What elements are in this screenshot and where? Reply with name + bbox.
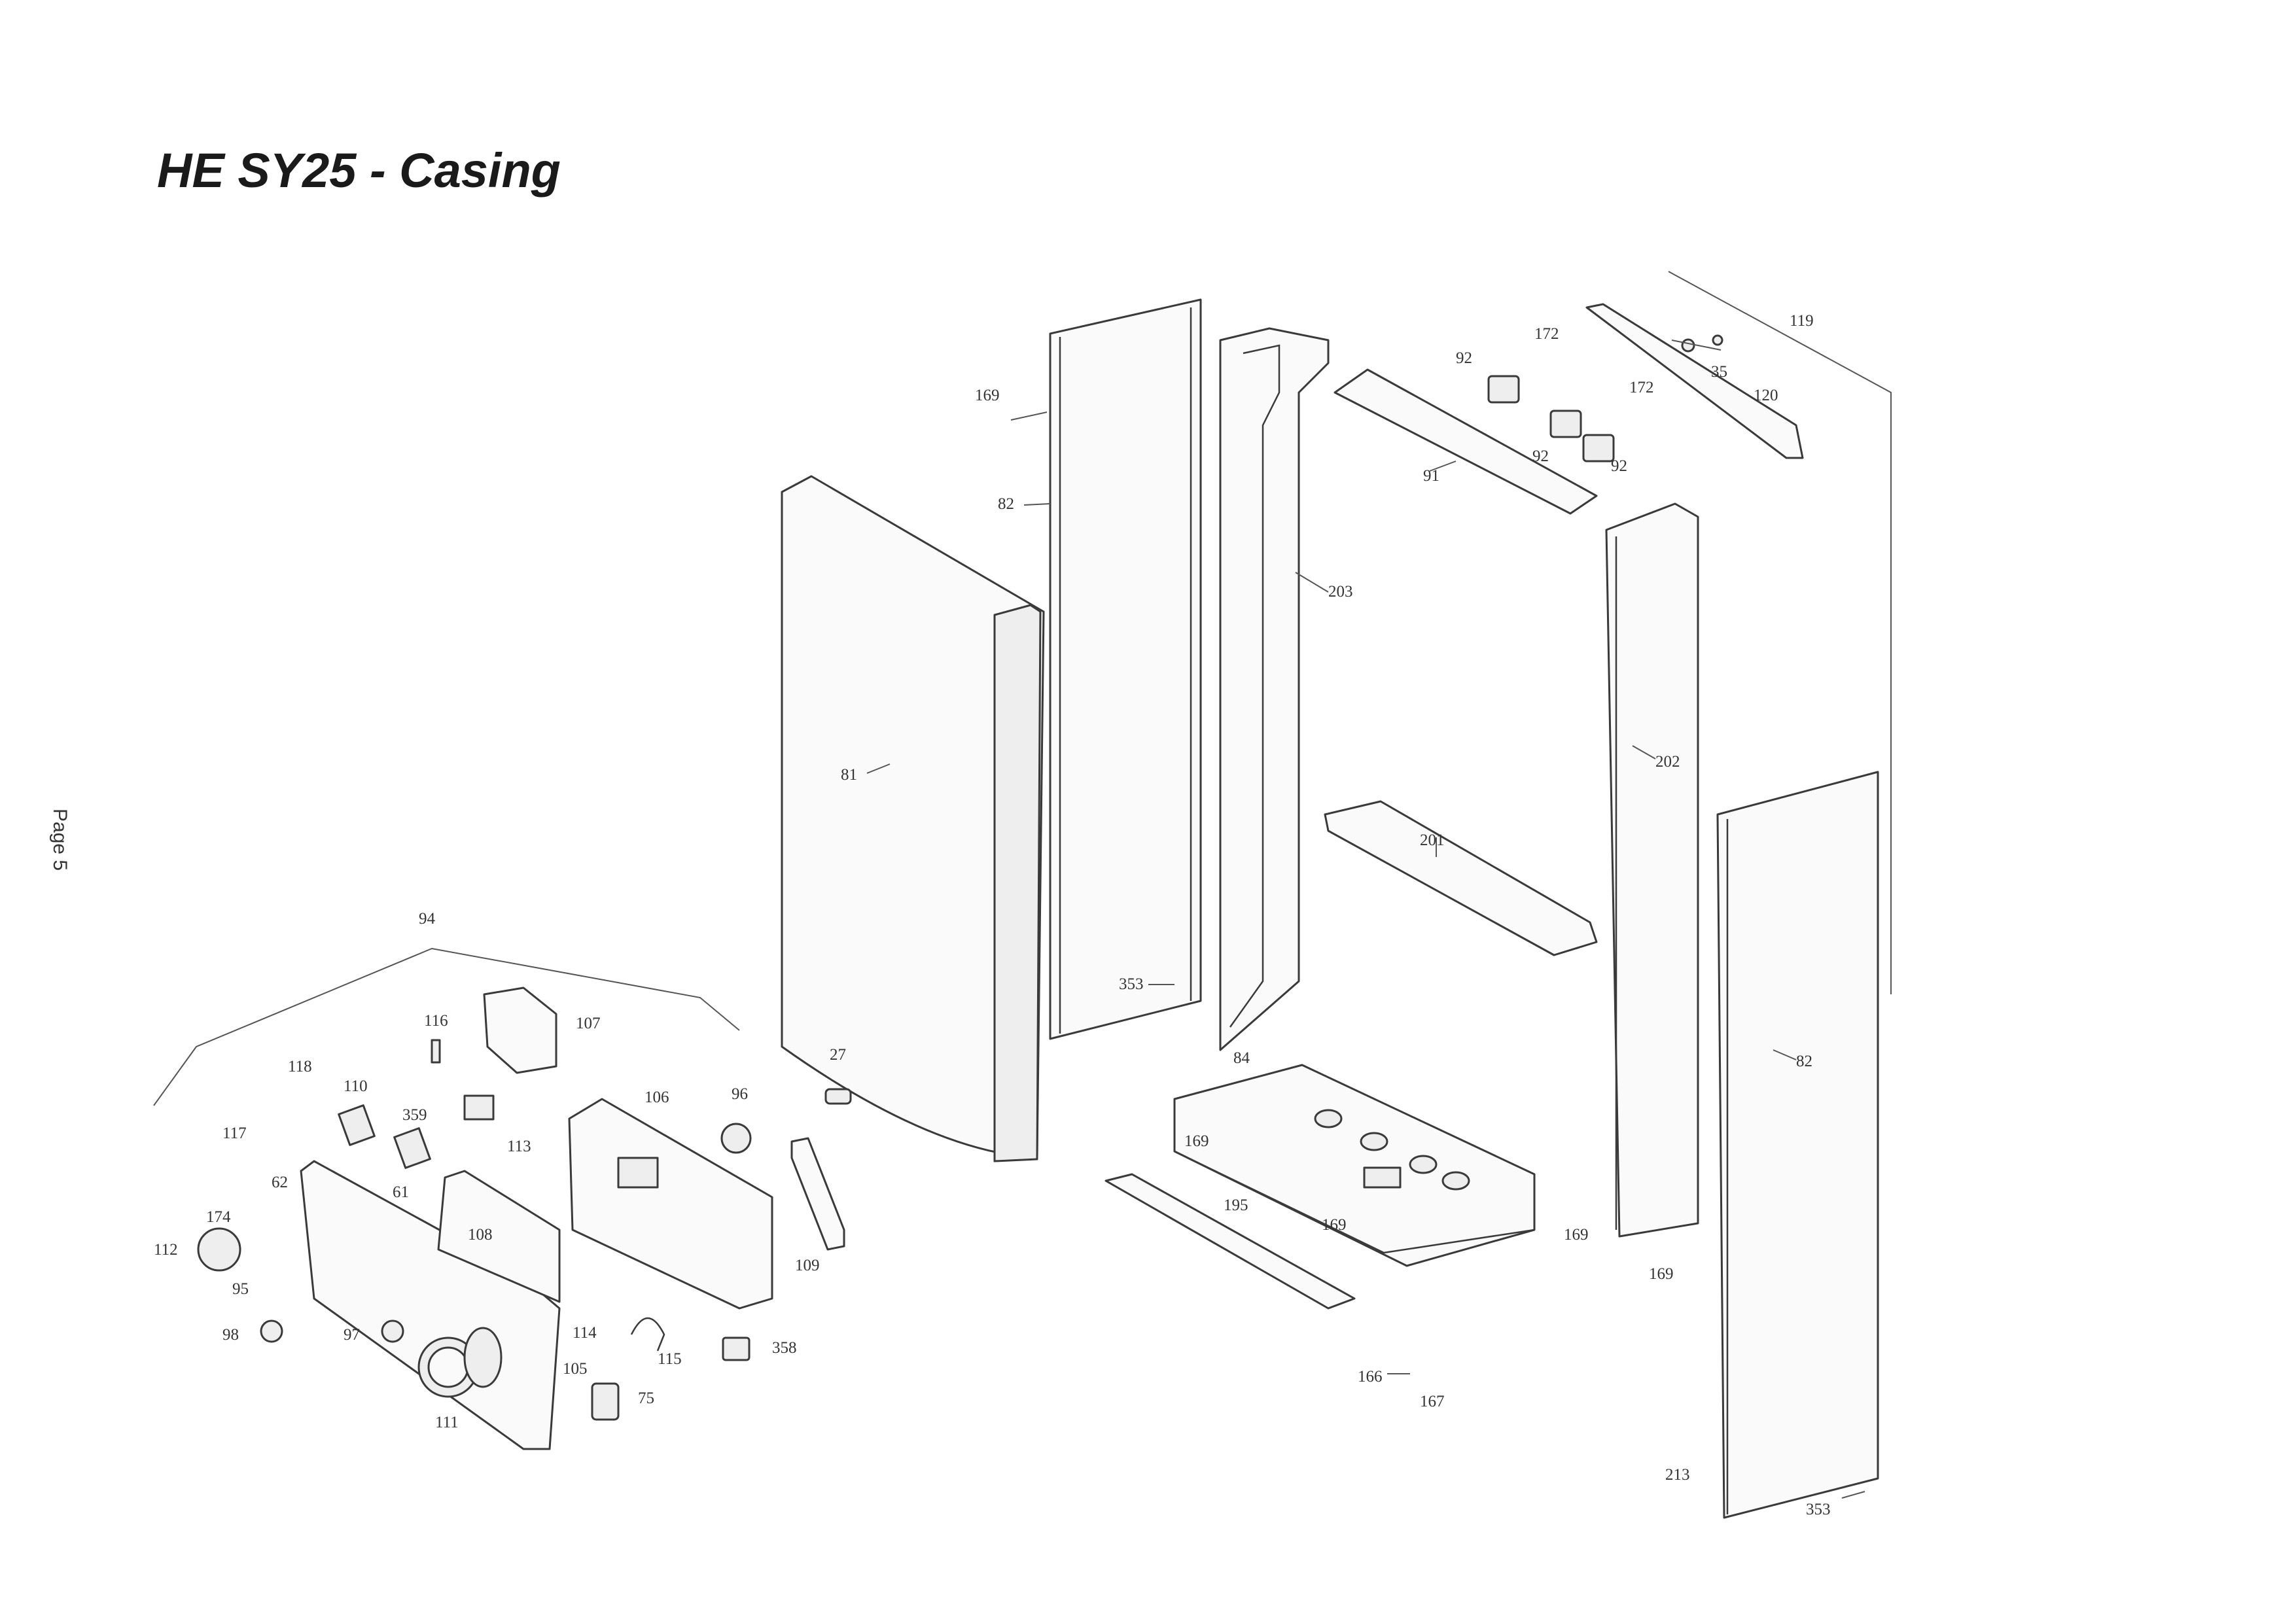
- callout-108: 108: [468, 1226, 493, 1244]
- callout-203: 203: [1328, 583, 1353, 601]
- callout-358: 358: [772, 1339, 797, 1357]
- cross-bracket-201: [1324, 800, 1598, 956]
- top-bracket-91: [1333, 368, 1598, 515]
- callout-114: 114: [573, 1324, 597, 1342]
- callout-118: 118: [288, 1058, 312, 1075]
- callout-353: 353: [1806, 1501, 1831, 1518]
- callout-35: 35: [1711, 363, 1727, 381]
- callout-82: 82: [1796, 1053, 1812, 1070]
- callout-82: 82: [998, 495, 1014, 513]
- callout-112: 112: [154, 1241, 178, 1259]
- callout-91: 91: [1423, 467, 1439, 485]
- callout-92: 92: [1611, 457, 1627, 475]
- callout-107: 107: [576, 1015, 601, 1032]
- control-assembly-bracket-94: [153, 947, 740, 1106]
- callout-98: 98: [222, 1326, 239, 1344]
- right-channel-202: [1605, 502, 1699, 1238]
- callout-27: 27: [830, 1046, 846, 1064]
- callout-97: 97: [344, 1326, 360, 1344]
- callout-61: 61: [393, 1183, 409, 1201]
- small-parts: [197, 1039, 752, 1421]
- callout-94: 94: [419, 910, 436, 928]
- callout-81: 81: [841, 766, 857, 784]
- callout-labels: 119 172 92 35 172 120 92 92 91 169 82 20…: [154, 312, 1831, 1518]
- callout-169: 169: [1184, 1132, 1209, 1150]
- callout-172: 172: [1534, 325, 1559, 343]
- leader-lines: [866, 340, 1865, 1499]
- callout-92: 92: [1532, 447, 1549, 465]
- callout-201: 201: [1420, 831, 1445, 849]
- callout-169: 169: [1322, 1216, 1347, 1234]
- control-housing-106: [568, 1098, 773, 1310]
- frame-109: [790, 1137, 845, 1251]
- callout-116: 116: [424, 1012, 448, 1030]
- callout-174: 174: [206, 1208, 231, 1226]
- callout-92: 92: [1456, 349, 1472, 367]
- side-panel-right-82: [1716, 771, 1879, 1519]
- callout-75: 75: [638, 1389, 654, 1407]
- callout-105: 105: [563, 1360, 588, 1378]
- callout-169: 169: [975, 387, 1000, 404]
- callout-169: 169: [1564, 1226, 1589, 1244]
- callout-62: 62: [272, 1174, 288, 1191]
- control-fascia-105: [300, 1160, 561, 1450]
- callout-359: 359: [402, 1106, 427, 1124]
- callout-169: 169: [1649, 1265, 1674, 1283]
- callout-117: 117: [222, 1125, 247, 1142]
- side-panel-left-82: [1049, 298, 1202, 1040]
- page-title: HE SY25 - Casing: [157, 143, 561, 198]
- callout-119: 119: [1790, 312, 1814, 330]
- callout-106: 106: [645, 1089, 669, 1106]
- callout-167: 167: [1420, 1393, 1445, 1410]
- callout-95: 95: [232, 1280, 249, 1298]
- callout-202: 202: [1655, 753, 1680, 771]
- callout-115: 115: [658, 1350, 682, 1368]
- base-tray-84: [1173, 1064, 1536, 1267]
- clips-92: [1487, 375, 1615, 462]
- bracket-107: [483, 986, 557, 1074]
- callout-213: 213: [1665, 1466, 1690, 1484]
- callout-172: 172: [1629, 379, 1654, 396]
- callout-166: 166: [1358, 1368, 1383, 1386]
- pcb-cover-108: [437, 1170, 561, 1303]
- callout-195: 195: [1224, 1196, 1248, 1214]
- callout-120: 120: [1754, 387, 1778, 404]
- callout-96: 96: [732, 1085, 748, 1103]
- callout-109: 109: [795, 1257, 820, 1274]
- front-channel-203: [1219, 327, 1330, 1051]
- callout-353: 353: [1119, 975, 1144, 993]
- callout-84: 84: [1233, 1049, 1250, 1067]
- bottom-strip-195: [1104, 1173, 1356, 1310]
- callout-111: 111: [435, 1414, 459, 1431]
- front-cover-81: [781, 475, 1045, 1162]
- callout-110: 110: [344, 1077, 368, 1095]
- callout-113: 113: [507, 1138, 531, 1155]
